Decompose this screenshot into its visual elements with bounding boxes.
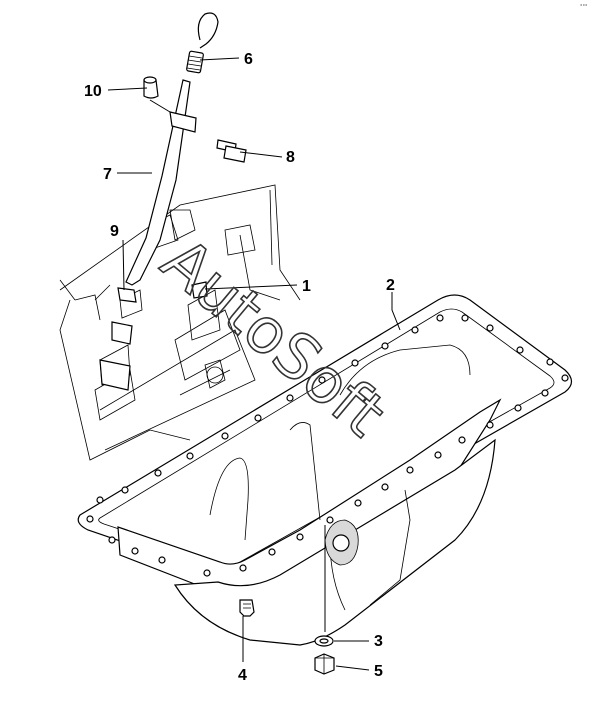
tube-bracket (169, 111, 197, 133)
oil-pan (77, 294, 573, 646)
o-ring (117, 287, 137, 303)
callout-7: 7 (103, 166, 112, 183)
dipstick-assembly (99, 12, 247, 391)
corner-mark: °°° (580, 4, 588, 10)
dipstick-tube (125, 79, 191, 286)
drain-plug-bolt (239, 599, 255, 617)
callout-1: 1 (302, 278, 311, 295)
dipstick-grip (186, 50, 204, 74)
dipstick-handle (197, 12, 219, 49)
bolt-1 (191, 281, 208, 299)
seal-ring (314, 635, 334, 647)
callout-10: 10 (84, 83, 102, 100)
flange-bolt-holes (86, 314, 569, 577)
callout-2: 2 (386, 277, 395, 294)
callout-6: 6 (244, 51, 253, 68)
callout-8: 8 (286, 149, 295, 166)
callout-labels: 1 2 3 4 5 6 7 8 9 10 (84, 51, 395, 684)
callout-5: 5 (374, 663, 383, 680)
callout-4: 4 (238, 667, 247, 684)
callout-3: 3 (374, 633, 383, 650)
callout-9: 9 (110, 223, 119, 240)
leader-lines (107, 57, 401, 671)
drain-plug (314, 653, 335, 675)
